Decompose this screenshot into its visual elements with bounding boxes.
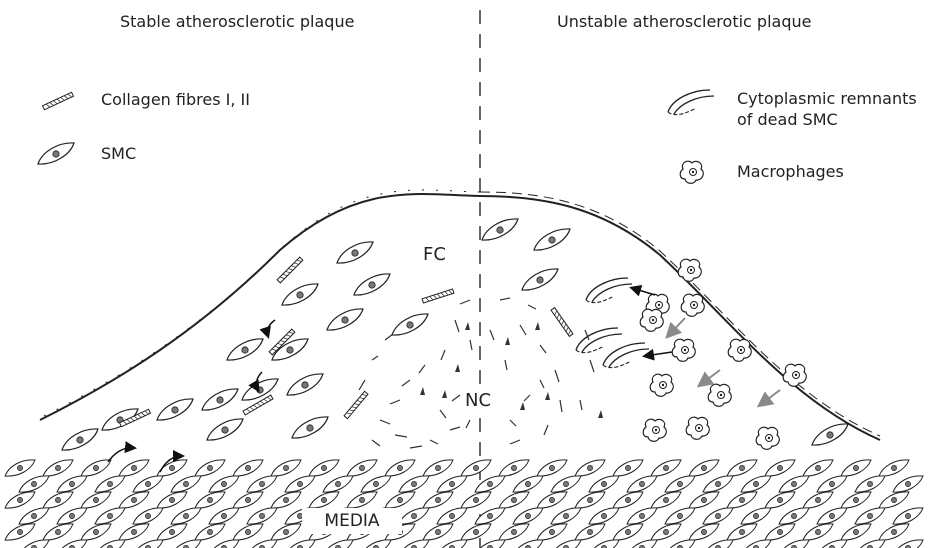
legend-remnants-label-1: Cytoplasmic remnants bbox=[737, 89, 917, 108]
dead-smc-remnant-icon bbox=[668, 90, 714, 115]
media-layer bbox=[5, 460, 923, 548]
unstable-title: Unstable atherosclerotic plaque bbox=[557, 12, 811, 31]
fibrous-cap-label: FC bbox=[423, 244, 446, 265]
media-label: MEDIA bbox=[302, 508, 402, 534]
stable-smc-cells bbox=[62, 242, 428, 450]
legend-collagen-label: Collagen fibres I, II bbox=[101, 90, 250, 109]
macrophage-icon bbox=[680, 161, 703, 183]
stable-title: Stable atherosclerotic plaque bbox=[120, 12, 354, 31]
collagen-fibre-icon bbox=[43, 92, 74, 110]
macrophages bbox=[640, 259, 806, 449]
stable-collagen bbox=[120, 257, 454, 427]
unstable-smc-cells bbox=[482, 219, 848, 445]
necrotic-core-crystals bbox=[420, 322, 603, 418]
legend-remnants-label-2: of dead SMC bbox=[737, 110, 838, 129]
smc-cell-icon bbox=[38, 143, 74, 164]
plaque-surface bbox=[40, 194, 880, 440]
unstable-remnants bbox=[576, 278, 649, 368]
legend-macrophages-label: Macrophages bbox=[737, 162, 844, 181]
necrotic-core-label: NC bbox=[463, 390, 493, 411]
legend-smc-label: SMC bbox=[101, 144, 136, 163]
